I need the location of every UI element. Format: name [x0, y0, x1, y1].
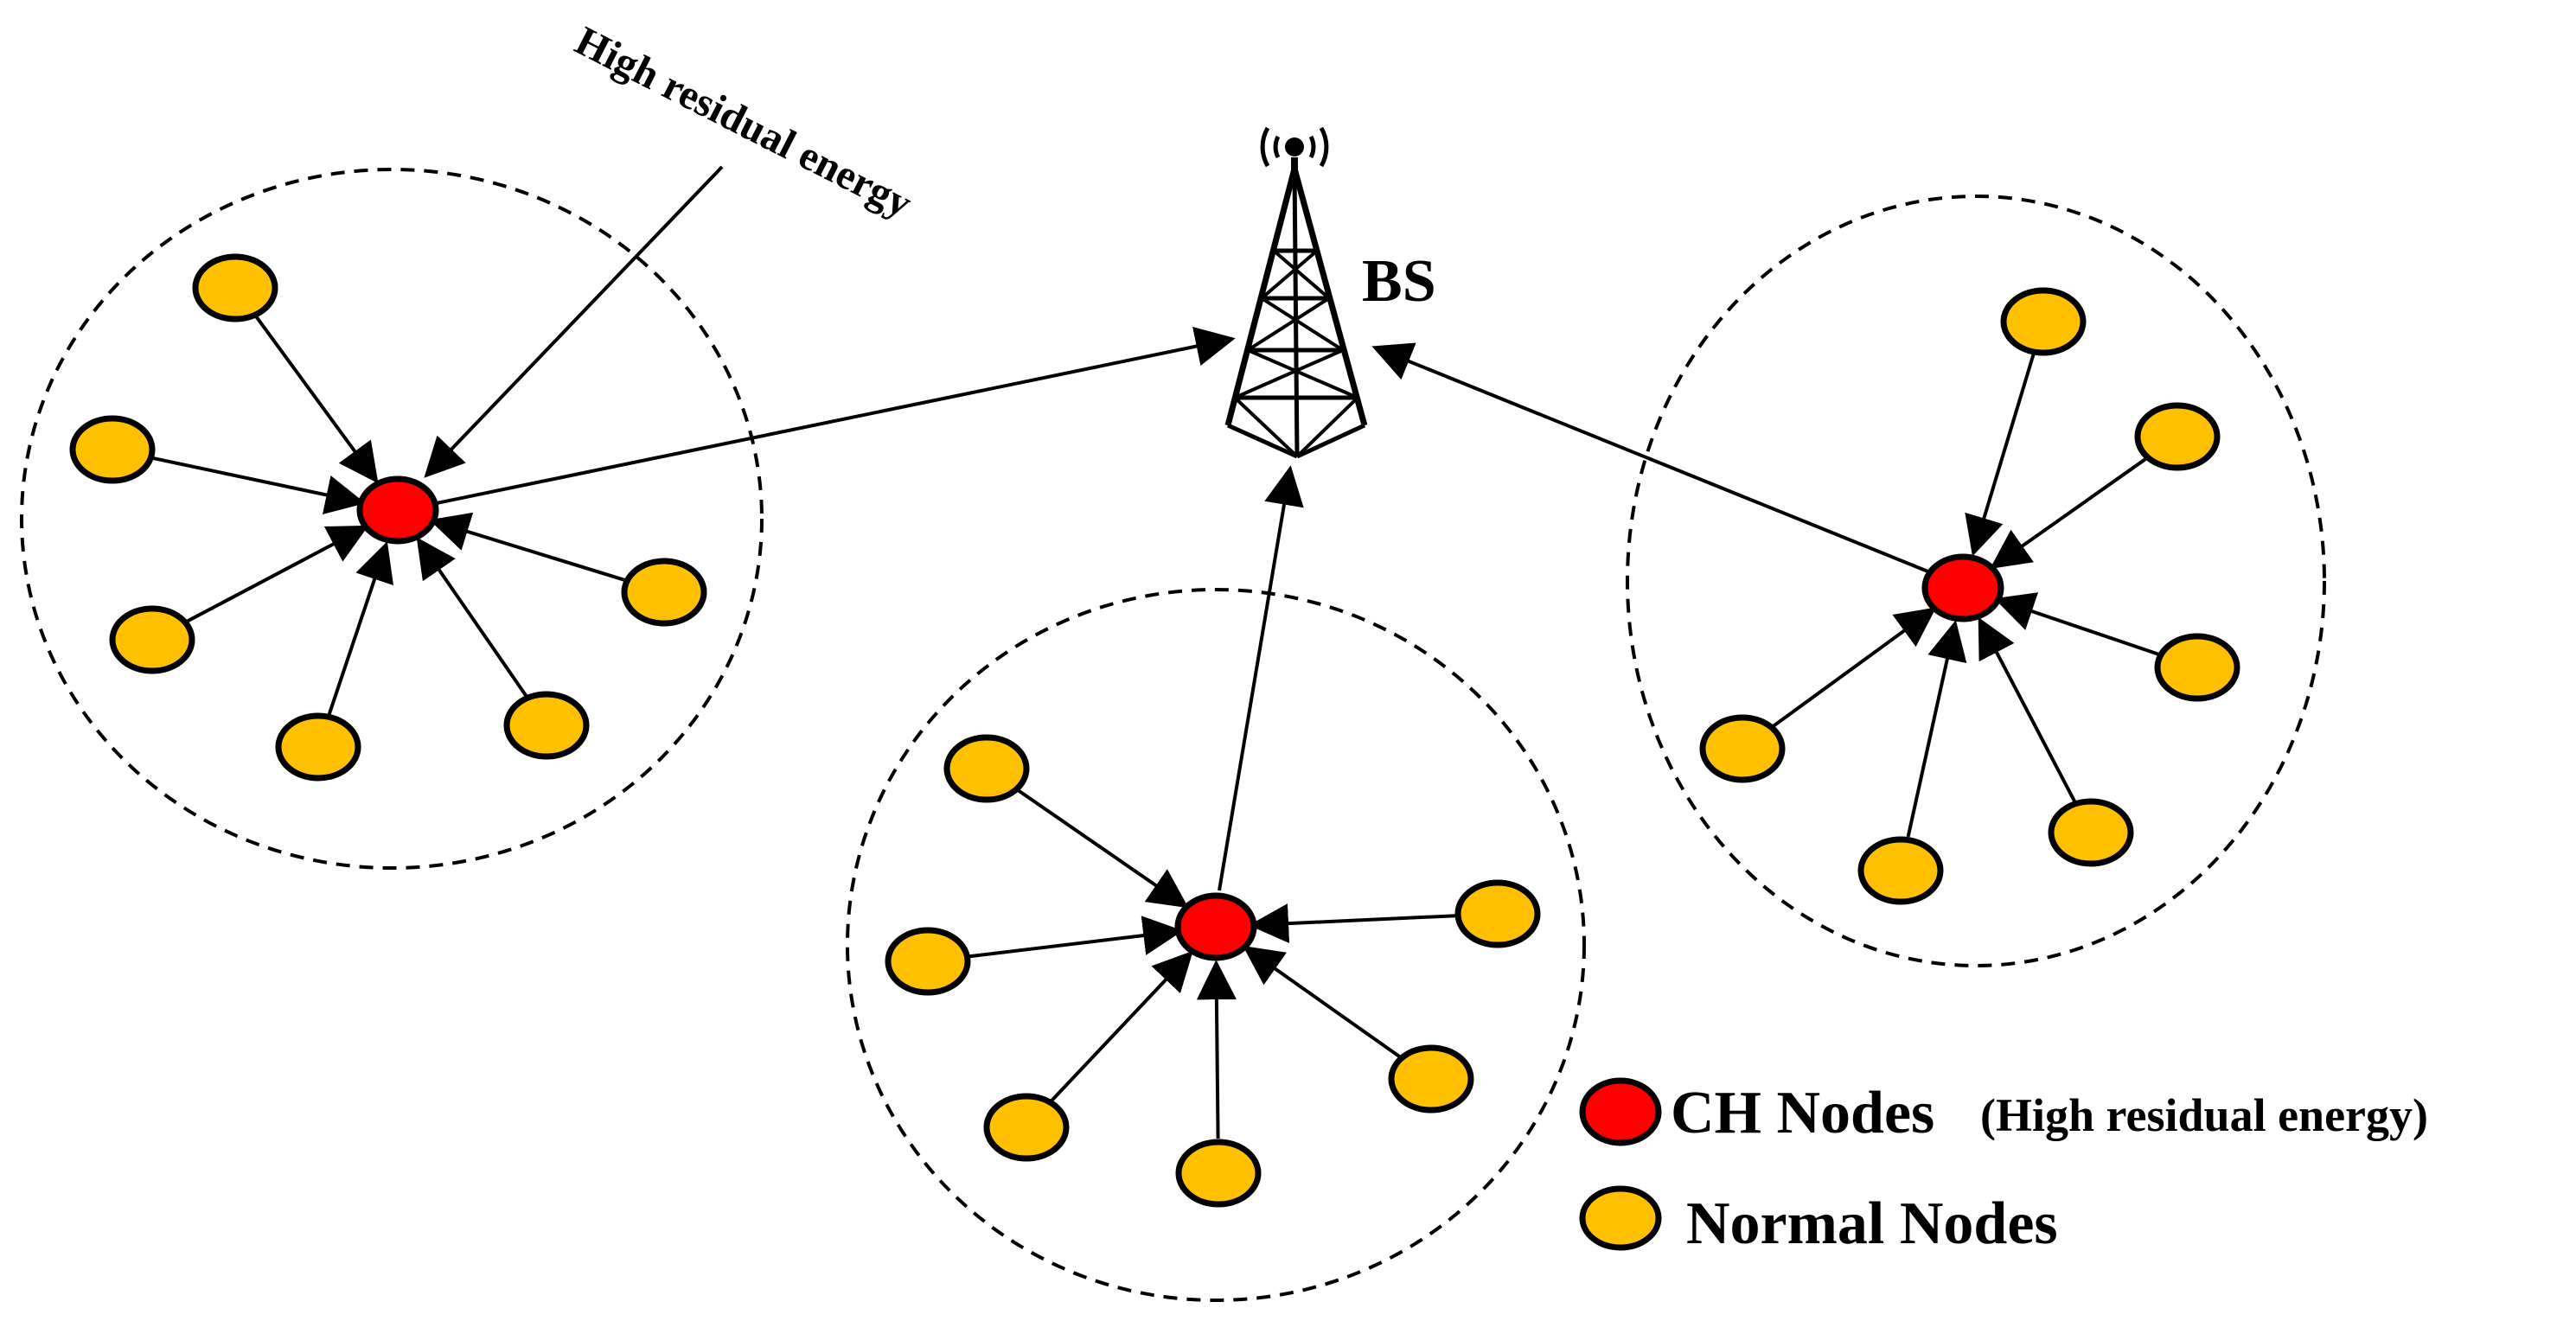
normal-node — [69, 415, 156, 484]
annotation-label: High residual energy — [568, 18, 919, 227]
normal-node — [1699, 714, 1786, 783]
edge-bottom-0 — [1013, 787, 1189, 909]
normal-node — [943, 734, 1030, 803]
edge-bottom-4 — [1243, 946, 1404, 1061]
cluster-boundary-bottom — [846, 588, 1586, 1302]
ch-node — [1921, 553, 2004, 622]
legend-ch-node-icon — [1579, 1077, 1662, 1146]
normal-node — [1454, 879, 1541, 948]
edges — [145, 165, 2165, 1139]
normal-node — [2000, 287, 2087, 356]
annotation-arrow — [424, 165, 724, 478]
cluster-boundaries — [20, 168, 2326, 1302]
normal-node — [503, 691, 590, 760]
nodes — [69, 253, 2240, 1208]
base-station-label: BS — [1362, 248, 1436, 315]
edge-left-4 — [416, 537, 528, 699]
normal-node — [885, 927, 971, 996]
edge-bottom-1 — [962, 916, 1184, 960]
edge-bottom-3 — [1196, 960, 1237, 1139]
legend-ch-label: CH Nodes — [1671, 1080, 1934, 1146]
normal-node — [1857, 836, 1944, 905]
edge-right-1 — [1990, 455, 2151, 569]
edge-right-3 — [1978, 616, 2077, 803]
cluster-boundary-left — [20, 168, 764, 870]
edge-ch-bottom-to-bs — [1218, 465, 1304, 891]
normal-node — [109, 605, 195, 674]
normal-node — [275, 712, 361, 782]
edge-right-4 — [1906, 620, 1967, 838]
edge-ch-right-to-bs — [1371, 342, 1931, 574]
edge-right-2 — [1994, 592, 2165, 659]
normal-node — [2048, 798, 2134, 867]
normal-node — [983, 1093, 1070, 1162]
edge-left-3 — [327, 541, 394, 715]
legend-normal-label: Normal Nodes — [1686, 1190, 2058, 1257]
ch-node — [1174, 892, 1257, 961]
edge-right-5 — [1769, 607, 1937, 731]
normal-node — [192, 253, 278, 322]
edge-left-1 — [145, 455, 366, 515]
edge-left-2 — [182, 525, 369, 626]
legend-normal-node-icon — [1579, 1185, 1662, 1251]
edge-left-5 — [429, 512, 632, 584]
edge-ch-left-to-bs — [436, 327, 1236, 505]
cluster-boundary-right — [1626, 195, 2326, 967]
base-station-tower-icon — [1224, 126, 1368, 459]
edge-left-0 — [254, 315, 379, 484]
normal-node — [1388, 1044, 1474, 1114]
normal-node — [621, 558, 707, 627]
edge-bottom-5 — [1249, 903, 1464, 944]
normal-node — [2154, 633, 2240, 702]
legend: CH Nodes (High residual energy) Normal N… — [1579, 1077, 2428, 1257]
edge-bottom-2 — [1049, 950, 1193, 1104]
edge-right-0 — [1965, 354, 2036, 557]
normal-node — [1175, 1139, 1262, 1208]
legend-ch-note: (High residual energy) — [1980, 1089, 2428, 1141]
ch-node — [356, 475, 439, 545]
normal-node — [2134, 402, 2221, 471]
